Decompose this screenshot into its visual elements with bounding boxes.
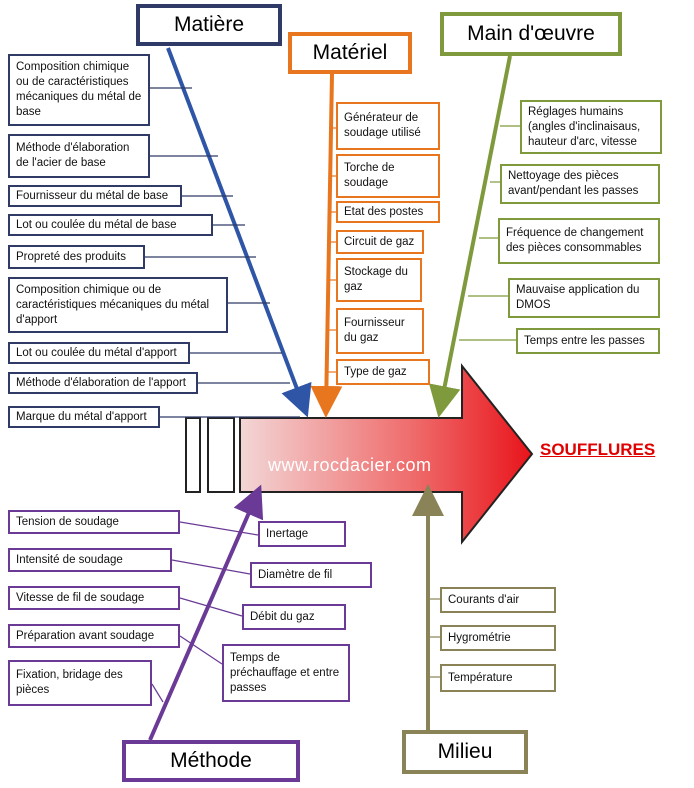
cause-matiere-5: Propreté des produits bbox=[8, 245, 145, 269]
cause-main-oeuvre-1: Réglages humains (angles d'inclinaisaus,… bbox=[520, 100, 662, 154]
category-milieu-header: Milieu bbox=[402, 730, 528, 774]
cause-materiel-2: Torche de soudage bbox=[336, 154, 440, 198]
main-oeuvre-bone bbox=[428, 55, 512, 418]
cause-main-oeuvre-5: Temps entre les passes bbox=[516, 328, 660, 354]
cause-methode-1: Tension de soudage bbox=[8, 510, 180, 534]
matiere-bone bbox=[166, 47, 312, 418]
cause-matiere-9: Marque du métal d'apport bbox=[8, 406, 160, 428]
cause-matiere-2: Méthode d'élaboration de l'acier de base bbox=[8, 134, 150, 178]
category-main-oeuvre-header: Main d'œuvre bbox=[440, 12, 622, 56]
cause-matiere-8: Méthode d'élaboration de l'apport bbox=[8, 372, 198, 394]
category-materiel-header: Matériel bbox=[288, 32, 412, 74]
cause-main-oeuvre-3: Fréquence de changement des pièces conso… bbox=[498, 218, 660, 264]
cause-materiel-7: Type de gaz bbox=[336, 359, 430, 385]
methode-connectors bbox=[151, 521, 259, 703]
cause-methode-8: Débit du gaz bbox=[242, 604, 346, 630]
spine-arrow bbox=[185, 363, 534, 545]
cause-materiel-1: Générateur de soudage utilisé bbox=[336, 102, 440, 150]
cause-methode-4: Préparation avant soudage bbox=[8, 624, 180, 648]
cause-materiel-4: Circuit de gaz bbox=[336, 230, 424, 254]
cause-main-oeuvre-4: Mauvaise application du DMOS bbox=[508, 278, 660, 318]
effect-label: SOUFFLURES bbox=[540, 440, 656, 459]
watermark-text: www.rocdacier.com bbox=[268, 455, 432, 475]
cause-methode-9: Temps de préchauffage et entre passes bbox=[222, 644, 350, 702]
methode-bone bbox=[148, 484, 264, 741]
cause-matiere-3: Fournisseur du métal de base bbox=[8, 185, 182, 207]
cause-matiere-7: Lot ou coulée du métal d'apport bbox=[8, 342, 190, 364]
main-oeuvre-connectors bbox=[459, 125, 520, 341]
milieu-connectors bbox=[428, 598, 440, 678]
cause-main-oeuvre-2: Nettoyage des pièces avant/pendant les p… bbox=[500, 164, 660, 204]
matiere-connectors bbox=[145, 87, 300, 418]
cause-materiel-5: Stockage du gaz bbox=[336, 258, 422, 302]
cause-methode-2: Intensité de soudage bbox=[8, 548, 172, 572]
cause-materiel-6: Fournisseur du gaz bbox=[336, 308, 424, 354]
materiel-connectors bbox=[327, 127, 336, 373]
cause-methode-5: Fixation, bridage des pièces bbox=[8, 660, 152, 706]
cause-matiere-1: Composition chimique ou de caractéristiq… bbox=[8, 54, 150, 126]
cause-milieu-3: Température bbox=[440, 664, 556, 692]
cause-methode-3: Vitesse de fil de soudage bbox=[8, 586, 180, 610]
cause-methode-6: Inertage bbox=[258, 521, 346, 547]
cause-methode-7: Diamètre de fil bbox=[250, 562, 372, 588]
category-methode-header: Méthode bbox=[122, 740, 300, 782]
cause-matiere-4: Lot ou coulée du métal de base bbox=[8, 214, 213, 236]
category-matiere-header: Matière bbox=[136, 4, 282, 46]
cause-milieu-1: Courants d'air bbox=[440, 587, 556, 613]
cause-matiere-6: Composition chimique ou de caractéristiq… bbox=[8, 277, 228, 333]
cause-milieu-2: Hygrométrie bbox=[440, 625, 556, 651]
cause-materiel-3: Etat des postes bbox=[336, 201, 440, 223]
